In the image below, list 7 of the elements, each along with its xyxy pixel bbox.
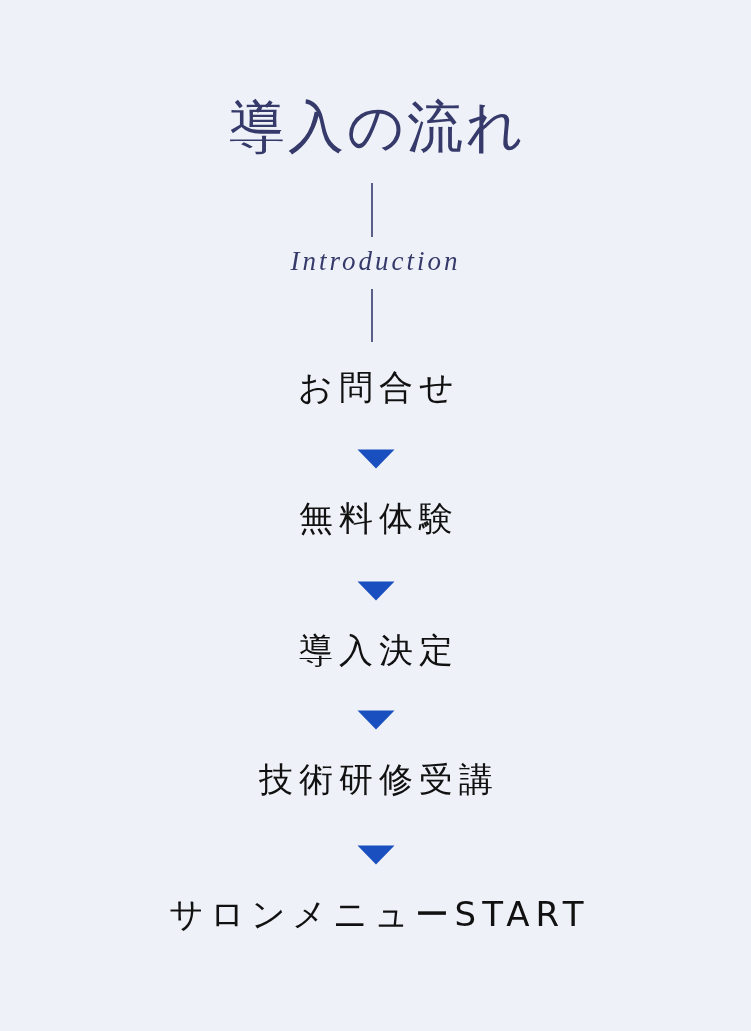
- step-label: お問合せ: [292, 361, 460, 413]
- step-label: 無料体験: [293, 492, 459, 544]
- step-label: 技術研修受講: [253, 753, 499, 805]
- step-label: サロンメニューSTART: [162, 888, 590, 940]
- step-label: 導入決定: [293, 624, 459, 676]
- subtitle: Introduction: [289, 245, 461, 279]
- title: 導入の流れ: [228, 95, 526, 161]
